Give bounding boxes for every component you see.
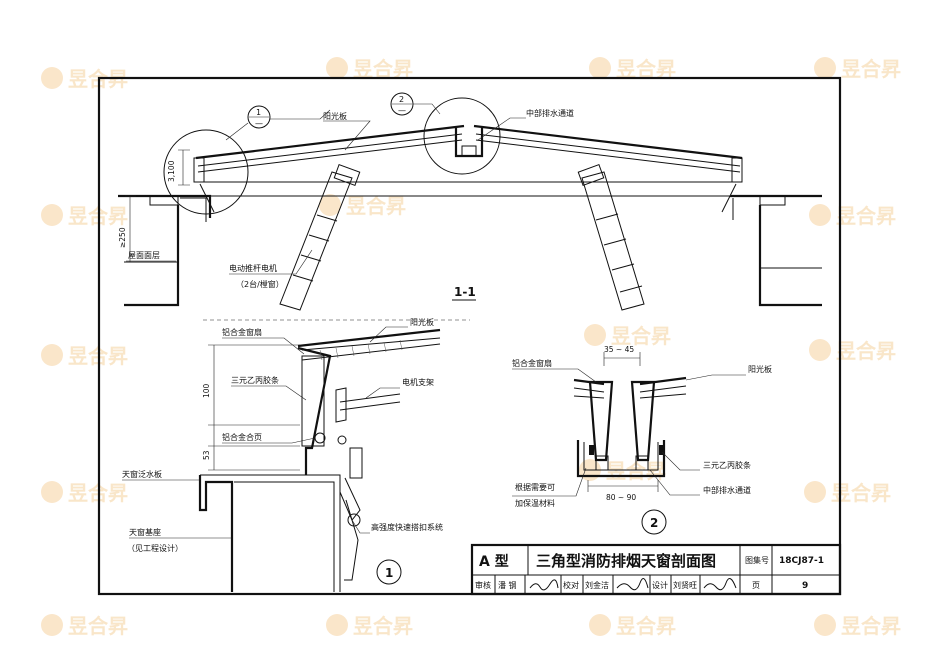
svg-text:昱合昇: 昱合昇: [836, 339, 896, 363]
label-d2-frame: 铝合金窗扇: [512, 358, 552, 368]
label-d2-insul2: 加保温材料: [515, 498, 555, 508]
title-block: A 型 三角型消防排烟天窗剖面图 图集号 18CJ87-1 审核 潘 钢 校对 …: [470, 543, 842, 596]
label-roof-layer: 屋面面层: [128, 251, 160, 260]
label-drain-top: 中部排水通道: [526, 108, 574, 118]
dim-3545: 35 ~ 45: [604, 345, 634, 354]
watermark: 昱合昇: [41, 481, 128, 505]
watermark: 昱合昇: [804, 481, 891, 505]
dim-100: 100: [202, 383, 211, 398]
sheet-border: [97, 76, 842, 596]
label-d1-frame: 铝合金窗扇: [222, 327, 262, 337]
label-actuator: 电动推杆电机: [229, 263, 277, 273]
watermark: 昱合昇: [41, 204, 128, 228]
section-1-1: 1 — 2 — 阳光板 中部排水通道 屋面面层 电动推杆电机 （2台/樘窗） 3…: [118, 92, 822, 311]
label-actuator-sub: （2台/樘窗）: [236, 279, 284, 289]
svg-text:昱合昇: 昱合昇: [616, 614, 676, 638]
label-d2-sunboard: 阳光板: [748, 364, 772, 374]
label-d1-sunboard: 阳光板: [410, 317, 434, 327]
watermark: 昱合昇: [326, 614, 413, 638]
design-label: 设计: [652, 580, 668, 590]
drawing-title: 三角型消防排烟天窗剖面图: [536, 552, 716, 570]
watermark: 昱合昇: [41, 614, 128, 638]
designer: 刘贤旺: [673, 580, 697, 590]
svg-text:—: —: [255, 119, 263, 128]
actuator-right: [577, 164, 645, 311]
svg-text:昱合昇: 昱合昇: [841, 57, 901, 81]
watermark: 昱合昇: [809, 204, 896, 228]
svg-text:昱合昇: 昱合昇: [841, 614, 901, 638]
callout-2: 2 —: [390, 92, 441, 116]
watermark: 昱合昇: [41, 344, 128, 368]
section-mark: 1-1: [454, 285, 476, 299]
svg-text:昱合昇: 昱合昇: [836, 204, 896, 228]
detail-circle-2: [423, 97, 501, 175]
label-d2-insul1: 根据需要可: [515, 482, 555, 492]
label-d2-epdm: 三元乙丙胶条: [703, 460, 751, 470]
svg-text:2: 2: [399, 95, 404, 104]
detail-1: 100 53 铝合金窗扇 阳光板 三元乙丙胶条 电机支架 铝合金合页 天窗泛水板…: [122, 317, 443, 592]
reviewer: 潘 钢: [498, 580, 517, 590]
watermark: 昱合昇: [584, 324, 671, 348]
watermark: 昱合昇: [814, 57, 901, 81]
detail-circle-1: [163, 129, 249, 215]
svg-text:昱合昇: 昱合昇: [68, 614, 128, 638]
label-d1-base: 天窗基座: [129, 527, 161, 537]
label-sunboard-top: 阳光板: [323, 111, 347, 121]
label-d1-bracket: 电机支架: [402, 377, 434, 387]
atlas-number: 18CJ87-1: [779, 556, 824, 566]
page-number: 9: [802, 581, 808, 591]
label-d1-hinge: 铝合金合页: [222, 432, 262, 442]
review-label: 审核: [475, 580, 491, 590]
atlas-label: 图集号: [745, 555, 769, 565]
label-d1-epdm: 三元乙丙胶条: [231, 375, 279, 385]
label-d1-base-sub: （见工程设计）: [127, 543, 183, 553]
svg-text:昱合昇: 昱合昇: [346, 194, 406, 218]
label-d2-drain: 中部排水通道: [703, 485, 751, 495]
detail-2-marker: [641, 509, 667, 535]
watermark: 昱合昇: [579, 459, 666, 483]
label-d1-buckle: 高强度快速搭扣系统: [371, 522, 443, 532]
svg-text:昱合昇: 昱合昇: [611, 324, 671, 348]
callout-1: 1 —: [225, 105, 331, 141]
checker: 刘金洁: [585, 580, 609, 590]
watermark: 昱合昇: [589, 614, 676, 638]
svg-text:1: 1: [385, 566, 393, 580]
page-label: 页: [752, 581, 760, 590]
watermark: 昱合昇: [814, 614, 901, 638]
check-label: 校对: [563, 580, 579, 590]
actuator-left: [279, 164, 361, 311]
detail-2: 35 ~ 45 80 ~ 90 铝合金窗扇 阳光板 三元乙丙胶条 中部排水通道 …: [512, 345, 772, 535]
watermark: 昱合昇: [319, 194, 406, 218]
svg-text:昱合昇: 昱合昇: [353, 614, 413, 638]
detail-1-marker: [376, 559, 402, 585]
reviewer-signature: [529, 579, 559, 591]
svg-text:1: 1: [256, 108, 261, 117]
svg-text:—: —: [398, 106, 406, 115]
dim-53: 53: [202, 450, 211, 460]
dim-250: ≥250: [118, 227, 127, 248]
svg-text:2: 2: [650, 516, 658, 530]
designer-signature: [703, 578, 737, 591]
type-label: A 型: [479, 553, 509, 570]
watermark: 昱合昇: [809, 339, 896, 363]
checker-signature: [616, 578, 649, 591]
dim-3100: 3,100: [167, 160, 176, 182]
label-d1-flashing: 天窗泛水板: [122, 469, 162, 479]
dim-8090: 80 ~ 90: [606, 493, 636, 502]
